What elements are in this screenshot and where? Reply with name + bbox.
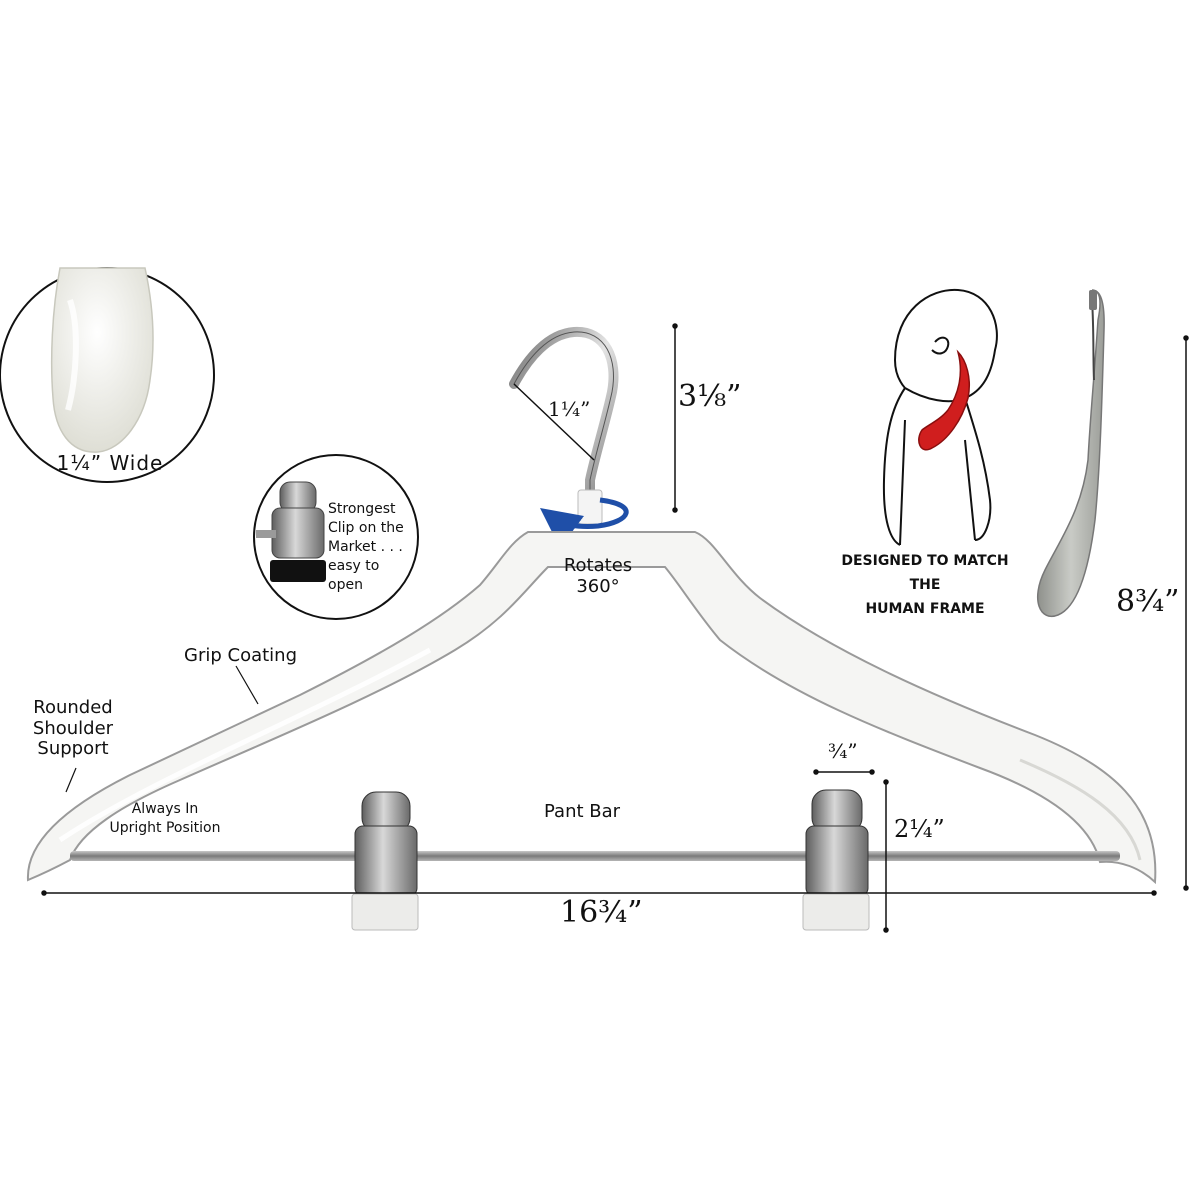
shoulder-support-line-1: Rounded [33,697,113,718]
upright-position-line-2: Upright Position [109,819,221,836]
right-clip [802,789,870,931]
coating-width-label: 1¼” Wide [56,451,164,475]
human-frame-line-3: HUMAN FRAME [865,600,985,617]
hanger-side-profile [1036,289,1105,618]
hook-height-label: 3⅛” [678,379,742,414]
clip-height-label: 2¼” [894,815,945,843]
rotates-label: Rotates 360° [548,555,648,597]
hanger-body [26,531,1157,885]
shoulder-support-line-3: Support [37,738,109,760]
clip-detail-circle [253,454,419,620]
clip-callout-line-1: Strongest [328,501,396,517]
neck-shoulder-highlight [918,349,970,451]
clip-callout-line-4: easy to [328,557,380,574]
coating-cross-section [50,267,154,453]
rotates-line-2: 360° [576,575,620,597]
clip-callout: Strongest Clip on the Market . . . easy … [328,500,404,594]
shoulder-support-label: Rounded Shoulder Support [14,697,132,760]
upright-position-line-1: Always In [131,801,199,817]
rotation-arrow [539,497,629,548]
hook-diameter-line [513,383,595,461]
hook-diameter-label: 1¼” [548,397,591,421]
left-clip [351,791,419,931]
human-frame-label: DESIGNED TO MATCH THE HUMAN FRAME [820,550,1030,621]
human-frame-sketch [882,288,998,546]
total-width-label: 16¾” [560,895,643,930]
clip-width-label: ¾” [828,739,858,763]
human-frame-line-1: DESIGNED TO MATCH [841,553,1009,569]
rotates-line-1: Rotates [563,555,633,576]
swivel-hook [509,326,629,548]
upright-position-label: Always In Upright Position [90,800,240,838]
human-frame-line-2: THE [909,576,941,593]
shoulder-support-line-2: Shoulder [32,717,114,739]
pant-bar [70,851,1120,861]
clip-callout-line-5: open [328,576,363,593]
dimension-lines [41,323,1189,933]
clip-callout-line-3: Market . . . [328,538,403,555]
total-height-label: 8¾” [1116,584,1180,619]
clip-callout-line-2: Clip on the [328,519,404,536]
grip-coating-label: Grip Coating [184,645,298,666]
coating-detail-circle [0,267,215,483]
pant-bar-label: Pant Bar [544,801,621,822]
